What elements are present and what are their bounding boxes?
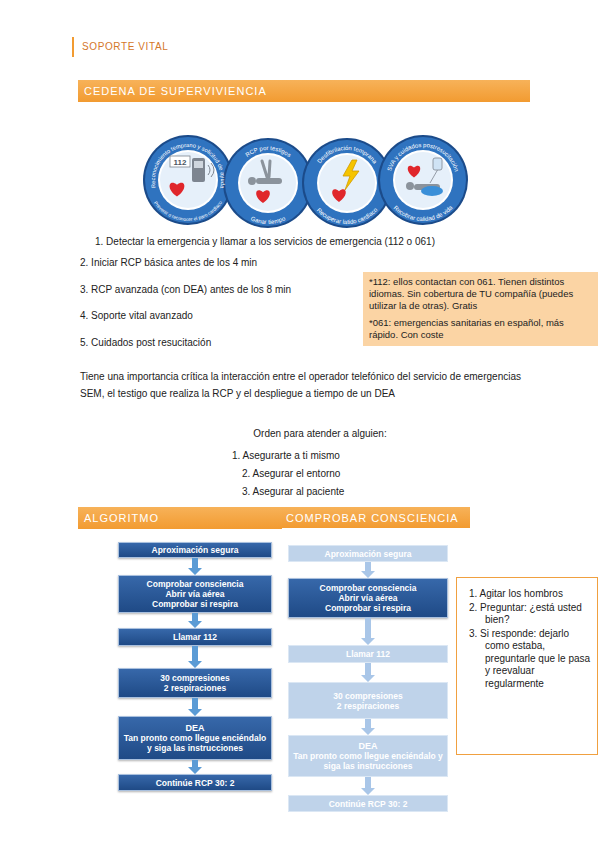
flow-arrow (188, 760, 202, 774)
node-text: ALGORITMO (84, 512, 159, 524)
node-text: Tan pronto como llegue enciéndalo y siga… (123, 733, 267, 753)
list-item: 4. Soporte vital avanzado (80, 309, 360, 322)
node-text: 30 compresiones (333, 691, 402, 701)
process-box: Comprobar conscienciaAbrir vía aéreaComp… (288, 578, 448, 618)
process-box: Continúe RCP 30: 2 (118, 774, 272, 791)
subheading: Orden para atender a alguien: (180, 427, 460, 440)
flow-arrow (188, 698, 202, 716)
flow-arrow (361, 719, 375, 735)
node-text: DEA (185, 723, 204, 733)
process-box: DEATan pronto como llegue enciéndalo y s… (288, 735, 448, 777)
list-item: 1. Asegurarte a ti mismo (232, 449, 432, 462)
node-text: Llamar 112 (346, 649, 390, 659)
sign-label: 112 (174, 158, 187, 167)
page-title: SOPORTE VITAL (82, 41, 168, 52)
ring-label: Recobrar calidad de vida (393, 204, 455, 222)
callout-box: 1. Agitar los hombros2. Preguntar: ¿está… (456, 577, 598, 755)
ring-label: SVA y cuidados postresucitación (386, 142, 460, 172)
node-text: 2. Preguntar: ¿está usted bien? (469, 602, 591, 627)
node-text: DEA (358, 741, 377, 751)
node-text: Abrir vía aérea (338, 593, 397, 603)
process-box: Comprobar conscienciaAbrir vía aéreaComp… (118, 575, 272, 613)
process-box: Llamar 112 (118, 628, 272, 646)
node-text: *061: emergencias sanitarias en español,… (369, 317, 592, 341)
process-box: Aproximación segura (118, 542, 272, 558)
flow-arrow (188, 613, 202, 628)
node-text: Comprobar si respira (152, 599, 238, 609)
flow-arrow (361, 663, 375, 682)
node-text: Llamar 112 (173, 632, 217, 642)
node-text: COMPROBAR CONSCIENCIA (286, 512, 459, 524)
process-box: Aproximación segura (288, 545, 448, 562)
list-item: 5. Cuidados post resucitación (80, 336, 360, 349)
survival-circle (143, 135, 233, 225)
section-band: CEDENA DE SUPERVIVIENCIA (78, 80, 530, 102)
node-text: 3. Si responde: dejarlo como estaba, pre… (469, 628, 591, 691)
node-text: Comprobar si respira (325, 603, 411, 613)
section-band: ALGORITMO (78, 507, 282, 529)
node-text: 2 respiraciones (164, 683, 226, 693)
node-text: Continúe RCP 30: 2 (329, 799, 408, 809)
process-box: 30 compresiones2 respiraciones (288, 682, 448, 719)
flow-arrow (361, 618, 375, 645)
node-text: CEDENA DE SUPERVIVIENCIA (84, 85, 267, 97)
flow-arrow (361, 777, 375, 795)
node-text: Tan pronto como llegue enciéndalo y siga… (293, 751, 443, 771)
process-box: Llamar 112 (288, 645, 448, 663)
list-item: 2. Iniciar RCP básica antes de los 4 min (80, 256, 360, 269)
ring-label: Recuperar latido cardíaco (316, 206, 379, 225)
chain-of-survival: 112Reconocimiento temprano y solicitud d… (0, 0, 599, 250)
node-text: Aproximación segura (152, 545, 239, 555)
survival-circle (378, 135, 468, 225)
node-text: *112: ellos contactan con 061. Tienen di… (369, 276, 592, 312)
ring-label: Desfibrilación temprana (316, 145, 378, 165)
process-box: 30 compresiones2 respiraciones (118, 668, 272, 698)
ring-label: Ganar tiempo (250, 215, 287, 225)
paragraph: Tiene una importancia crítica la interac… (80, 368, 535, 402)
section-band: COMPROBAR CONSCIENCIA (282, 507, 470, 528)
list-item: 3. RCP avanzada (con DEA) antes de los 8… (80, 283, 360, 296)
survival-circle (223, 138, 313, 228)
node-text: Abrir vía aérea (165, 589, 224, 599)
process-box: DEATan pronto como llegue enciéndalo y s… (118, 716, 272, 760)
list-item: 3. Asegurar al paciente (242, 485, 442, 498)
node-text: 2 respiraciones (337, 701, 399, 711)
note-box: *112: ellos contactan con 061. Tienen di… (363, 272, 598, 346)
flow-arrow (188, 646, 202, 668)
node-text: Aproximación segura (325, 549, 412, 559)
ring-label: RCP por testigos (244, 145, 292, 158)
node-text: 30 compresiones (160, 673, 229, 683)
node-text: 1. Agitar los hombros (469, 588, 591, 601)
node-text: Comprobar consciencia (320, 583, 417, 593)
node-text: Comprobar consciencia (147, 579, 244, 589)
flow-arrow (188, 558, 202, 575)
node-text: Continúe RCP 30: 2 (156, 778, 235, 788)
process-box: Continúe RCP 30: 2 (288, 795, 448, 812)
flow-arrow (361, 562, 375, 578)
ring-label: Prevenir o reconocer el paro cardíaco (153, 200, 223, 222)
ring-label: Reconocimiento temprano y solicitud de a… (150, 142, 226, 190)
list-item: 1. Detectar la emergencia y llamar a los… (95, 235, 535, 248)
header-bar (72, 37, 74, 57)
list-item: 2. Asegurar el entorno (242, 467, 442, 480)
